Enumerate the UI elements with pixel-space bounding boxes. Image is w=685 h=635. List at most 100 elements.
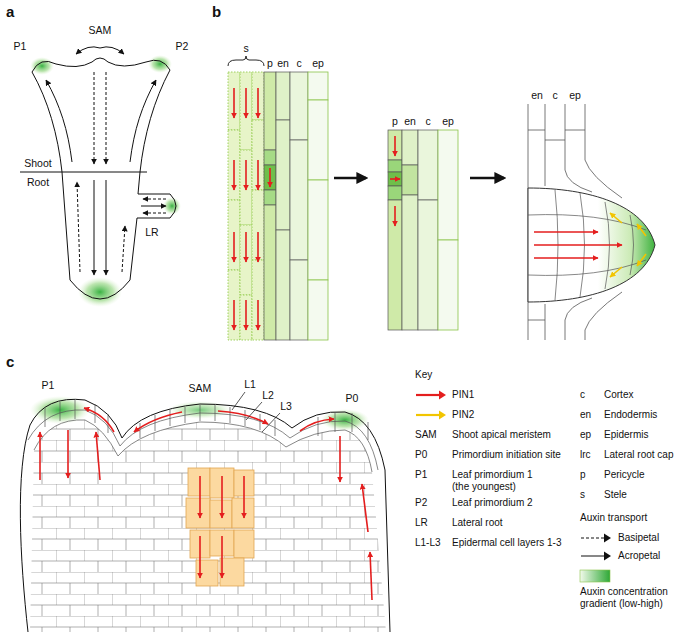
panel-letter: a bbox=[6, 3, 14, 21]
gradient-sample bbox=[580, 570, 610, 582]
tissue-lines bbox=[585, 292, 622, 340]
diagram-label: ep bbox=[312, 57, 324, 70]
stele-cells bbox=[228, 130, 240, 200]
acropetal-arrow bbox=[130, 80, 156, 162]
diagram-label: c bbox=[296, 57, 301, 70]
tissue-lines bbox=[585, 104, 622, 198]
basipetal-arrow bbox=[143, 213, 166, 214]
pin2-arrow bbox=[610, 213, 622, 223]
pin1-arrow bbox=[300, 419, 334, 431]
stele-cells bbox=[240, 225, 252, 295]
diagram-label: en bbox=[531, 89, 543, 102]
pin1-arrow bbox=[370, 552, 372, 600]
key-abbreviation: LR bbox=[415, 517, 428, 529]
pin1-arrow bbox=[40, 408, 372, 600]
pin1-arrow bbox=[245, 300, 247, 330]
legend-text: PIN1 bbox=[452, 389, 474, 401]
pin1-arrow bbox=[257, 160, 259, 190]
key-text: Primordium initiation site bbox=[452, 449, 561, 461]
stele-cells bbox=[240, 150, 252, 225]
pin1-arrow bbox=[257, 88, 259, 118]
basipetal-arrow bbox=[94, 72, 95, 164]
pericycle-cells bbox=[388, 172, 402, 186]
key-heading: Key bbox=[415, 369, 432, 381]
stele-bracket bbox=[228, 56, 264, 66]
central-zone-cells bbox=[188, 468, 210, 496]
pericycle-cells bbox=[388, 130, 402, 160]
pin2-arrow bbox=[610, 213, 646, 277]
pin1-arrow bbox=[390, 136, 400, 226]
cortex-cells bbox=[418, 200, 438, 330]
pin1-arrow bbox=[257, 232, 259, 262]
diagram-label: en bbox=[277, 57, 289, 70]
central-zone-cells bbox=[234, 530, 254, 558]
key-abbreviation: L1-L3 bbox=[415, 537, 441, 549]
acropetal-arrow bbox=[76, 47, 100, 54]
diagram-label: P1 bbox=[14, 40, 27, 53]
cortex-cells bbox=[290, 72, 308, 340]
stele-cells bbox=[240, 295, 252, 340]
endodermis-cells bbox=[402, 130, 418, 330]
key-text: Leaf primordium 2 bbox=[452, 497, 533, 509]
pin1-arrow bbox=[199, 536, 201, 578]
acropetal-arrow bbox=[46, 80, 72, 162]
pin1-arrow bbox=[233, 300, 235, 330]
lateral-root-primordium bbox=[528, 188, 655, 302]
diagram-label: Shoot bbox=[24, 157, 51, 170]
seedling-outline bbox=[78, 277, 122, 307]
pericycle-cells bbox=[264, 150, 276, 165]
diagram-label: P1 bbox=[42, 379, 55, 392]
legend-text: PIN2 bbox=[452, 409, 474, 421]
epidermis-cells bbox=[308, 100, 328, 180]
key-text: Epidermal cell layers 1-3 bbox=[452, 537, 562, 549]
pericycle-cells bbox=[264, 190, 276, 205]
pin1-arrow bbox=[534, 257, 598, 259]
central-zone-cells bbox=[210, 500, 232, 528]
arrow-sample bbox=[439, 391, 446, 400]
diagram-label: L1 bbox=[244, 378, 256, 391]
pin1-arrow bbox=[362, 484, 368, 532]
acropetal-arrow bbox=[94, 180, 95, 275]
epidermis-cells bbox=[438, 130, 458, 330]
key-abbreviation: en bbox=[580, 409, 591, 421]
arrow-sample bbox=[439, 411, 446, 420]
central-zone-cells bbox=[186, 498, 210, 528]
diagram-label: LR bbox=[145, 226, 158, 239]
key-text: Shoot apical meristem bbox=[452, 429, 551, 441]
key-text: Stele bbox=[604, 489, 627, 501]
tissue-lines bbox=[565, 298, 592, 340]
pin1-arrow bbox=[233, 88, 235, 118]
endodermis-cells bbox=[276, 230, 290, 340]
tissue-lines bbox=[565, 104, 592, 192]
key-abbreviation: lrc bbox=[580, 449, 591, 461]
basipetal-arrow bbox=[77, 182, 80, 272]
pin1-arrow bbox=[394, 136, 396, 156]
basipetal-arrow bbox=[106, 72, 107, 164]
pin2-arrow bbox=[637, 224, 646, 236]
epidermis-cells bbox=[308, 280, 328, 340]
cell-layer-lines bbox=[45, 400, 368, 440]
cortex-cells bbox=[290, 260, 308, 340]
seedling-outline bbox=[32, 58, 176, 299]
key-text: Cortex bbox=[604, 389, 633, 401]
pin1-arrow bbox=[234, 88, 270, 330]
cell-layer-lines bbox=[34, 420, 372, 472]
key-text: Lateral root bbox=[452, 517, 503, 529]
pin1-arrow bbox=[84, 408, 114, 432]
arrow-sample bbox=[604, 552, 611, 561]
arrow-sample bbox=[604, 534, 611, 543]
arrow-sample bbox=[581, 556, 604, 557]
pin1-arrow bbox=[221, 476, 223, 518]
diagram-label: p bbox=[267, 57, 273, 70]
key-abbreviation: ep bbox=[580, 429, 591, 441]
legend-text: Auxin concentration gradient (low-high) bbox=[580, 586, 680, 610]
diagram-label: L2 bbox=[262, 389, 274, 402]
pin1-arrow bbox=[39, 432, 41, 480]
pin1-arrow bbox=[534, 232, 622, 258]
legend-swatch bbox=[580, 532, 612, 544]
pin1-arrow bbox=[221, 536, 223, 578]
pin1-arrow bbox=[67, 430, 69, 478]
endodermis-cells bbox=[402, 130, 418, 165]
pin1-arrow bbox=[534, 244, 622, 246]
